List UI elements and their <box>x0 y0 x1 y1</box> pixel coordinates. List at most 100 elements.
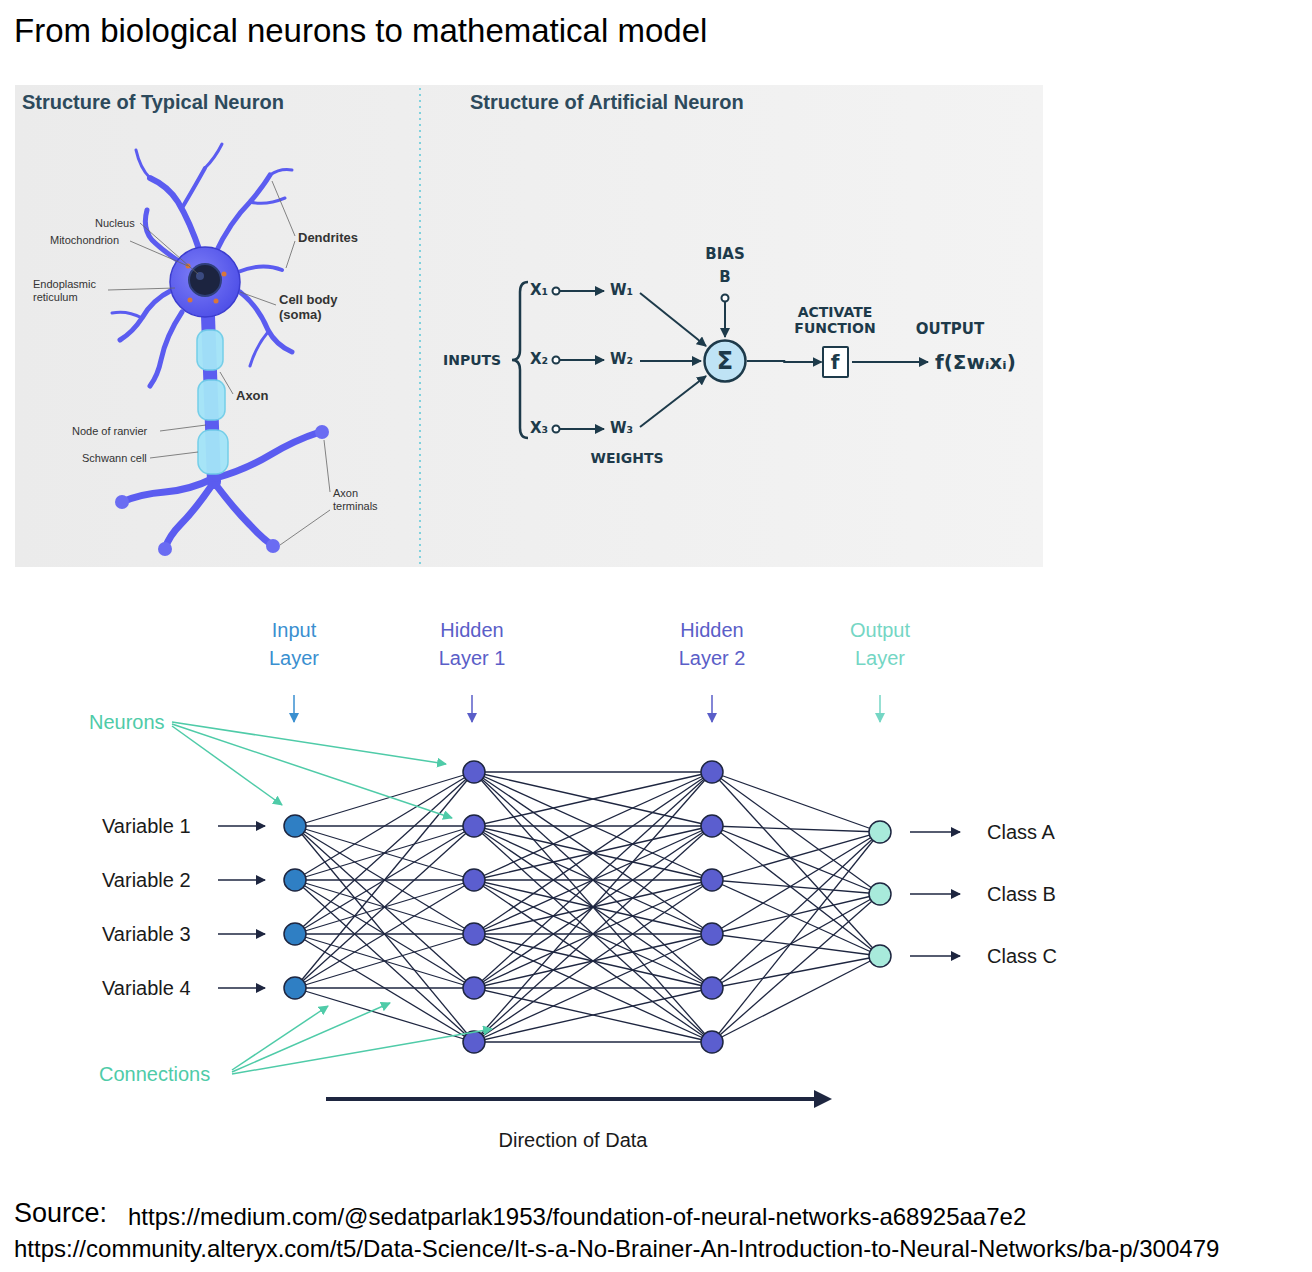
network-connection <box>295 880 474 988</box>
network-connection <box>295 934 474 988</box>
leader-line <box>280 510 330 545</box>
neuron-dendrites <box>120 290 172 340</box>
leader-line <box>220 372 233 394</box>
myelin-sheath <box>198 380 225 420</box>
neuron-dendrites <box>112 144 292 386</box>
network-connection <box>712 772 880 832</box>
leader-line <box>286 241 295 268</box>
class-label: Class A <box>987 821 1055 844</box>
network-connection <box>712 894 880 934</box>
pointer-arrow <box>218 933 265 935</box>
network-connection <box>474 772 712 880</box>
pointer-arrow <box>711 695 713 722</box>
panel-background <box>419 88 421 565</box>
artificial-neuron-wires <box>852 361 928 363</box>
circle-outline <box>705 341 746 382</box>
neuron-axon <box>122 316 320 548</box>
neuron-soma <box>170 247 240 317</box>
network-connection <box>295 772 474 988</box>
variable-label: Variable 4 <box>102 977 191 1000</box>
leader-line <box>108 181 330 545</box>
network-connection <box>712 956 880 988</box>
pointer-arrow <box>910 955 960 957</box>
node-text: Σ <box>717 348 733 374</box>
leader-line <box>140 223 198 274</box>
network-connection <box>474 934 712 1042</box>
artificial-neuron-wires <box>512 282 928 438</box>
network-connection <box>474 1041 712 1042</box>
neuron-axon <box>165 485 212 548</box>
class-label: Class C <box>987 945 1057 968</box>
neuron-soma <box>189 264 221 296</box>
part-label: Schwann cell <box>82 452 147 465</box>
network-connection <box>474 772 712 988</box>
panel-heading: Structure of Artificial Neuron <box>470 91 744 114</box>
leader-line <box>240 292 276 305</box>
part-label: Cell body (soma) <box>279 293 354 323</box>
part-label: Axon terminals <box>333 487 395 512</box>
weights-label: WEIGHTS <box>590 450 663 466</box>
connector <box>747 361 822 362</box>
network-neuron <box>869 821 891 843</box>
pointer-arrow <box>910 831 960 833</box>
direction-arrow <box>326 1090 832 1108</box>
network-connection <box>474 772 712 934</box>
input-symbol: X₃ <box>530 420 548 437</box>
network-neuron <box>463 815 485 837</box>
axon-terminal-bulbs <box>115 425 329 556</box>
artificial-neuron-wires <box>553 288 560 295</box>
leader-line <box>130 241 188 266</box>
function-label: ACTIVATE FUNCTION <box>775 304 895 336</box>
network-connection <box>712 826 880 894</box>
network-connection <box>295 987 474 988</box>
network-connection <box>474 880 712 1042</box>
network-connection <box>474 772 712 826</box>
leader-line <box>108 288 175 290</box>
network-neuron <box>463 977 485 999</box>
network-neuron <box>701 1031 723 1053</box>
leader-line <box>160 425 206 431</box>
variable-label: Variable 1 <box>102 815 191 838</box>
artificial-neuron-wires <box>722 295 729 302</box>
source-label: Source: <box>14 1198 107 1229</box>
layer-label: Hidden Layer 1 <box>427 616 517 672</box>
network-connection <box>474 771 712 772</box>
network-neuron <box>284 869 306 891</box>
network-neuron <box>463 869 485 891</box>
page-title: From biological neurons to mathematical … <box>14 12 707 50</box>
network-connection <box>712 894 880 1042</box>
input-symbol: X₁ <box>530 282 548 299</box>
network-connection <box>295 988 474 1042</box>
variable-label: Variable 3 <box>102 923 191 946</box>
neuron-dendrites <box>112 312 142 318</box>
network-neuron <box>284 977 306 999</box>
pointer-arrow <box>218 825 265 827</box>
artificial-neuron-wires <box>553 426 560 433</box>
network-connection <box>474 772 712 988</box>
node-text: f <box>831 351 840 373</box>
neuron-dendrites <box>238 266 282 272</box>
network-neuron <box>284 923 306 945</box>
artificial-neuron-wires <box>512 282 528 438</box>
pointer-arrow <box>232 1003 390 1072</box>
network-connection <box>712 832 880 988</box>
network-neuron <box>284 815 306 837</box>
network-connection <box>474 772 712 880</box>
neuron-dendrites <box>136 150 150 178</box>
network-connection <box>474 826 712 1042</box>
network-connection <box>474 772 712 1042</box>
weight-symbol: W₁ <box>610 282 633 299</box>
sum-circle: Σ <box>703 339 747 383</box>
callout-label: Neurons <box>89 711 165 734</box>
network-connection <box>295 934 474 988</box>
pointer-arrow <box>293 695 295 722</box>
artificial-neuron-wires <box>560 290 604 292</box>
network-connection <box>474 988 712 1042</box>
pointer-arrow <box>172 695 960 1074</box>
network-neuron <box>701 923 723 945</box>
artificial-neuron-wires <box>553 357 560 364</box>
network-connection <box>474 772 712 826</box>
leader-line <box>324 440 330 492</box>
network-neuron <box>869 945 891 967</box>
